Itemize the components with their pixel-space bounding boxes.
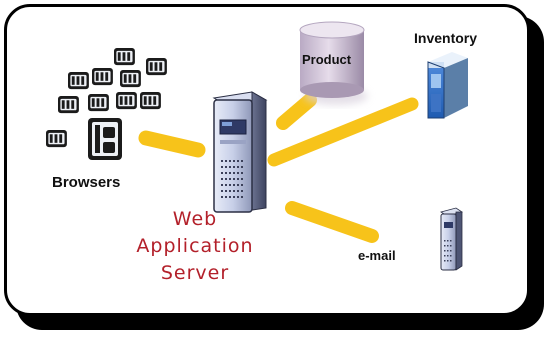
web-application-server-label: Web Application Server	[100, 206, 290, 287]
server-label-line-1: Web	[172, 208, 218, 230]
browser-window-icon	[68, 72, 89, 90]
connector-product	[276, 93, 317, 130]
inventory-label: Inventory	[414, 30, 478, 46]
browser-window-icon	[92, 68, 113, 86]
browser-window-icon	[46, 130, 67, 148]
connector-email	[285, 201, 379, 243]
browser-window-icon	[88, 94, 109, 112]
small-server-icon	[440, 207, 463, 271]
server-label-line-3: Server	[160, 262, 230, 284]
connectors	[138, 93, 419, 243]
browser-window-icons	[46, 48, 167, 160]
browser-window-icon	[58, 96, 79, 114]
server-label-line-2: Application	[136, 235, 254, 257]
email-label: e-mail	[358, 248, 396, 263]
browser-window-icon	[116, 92, 137, 110]
product-label: Product	[302, 52, 352, 67]
blue-server-icon	[427, 52, 468, 119]
tower-server-icon	[212, 91, 268, 213]
connector-browsers	[138, 130, 206, 158]
browser-window-icon-large	[88, 118, 122, 160]
browser-window-icon	[140, 92, 161, 110]
browsers-label: Browsers	[52, 174, 121, 191]
database-cylinder-icon	[299, 21, 368, 105]
browser-window-icon	[146, 58, 167, 76]
browser-window-icon	[120, 70, 141, 88]
browser-window-icon	[114, 48, 135, 66]
connector-inventory	[267, 97, 419, 167]
